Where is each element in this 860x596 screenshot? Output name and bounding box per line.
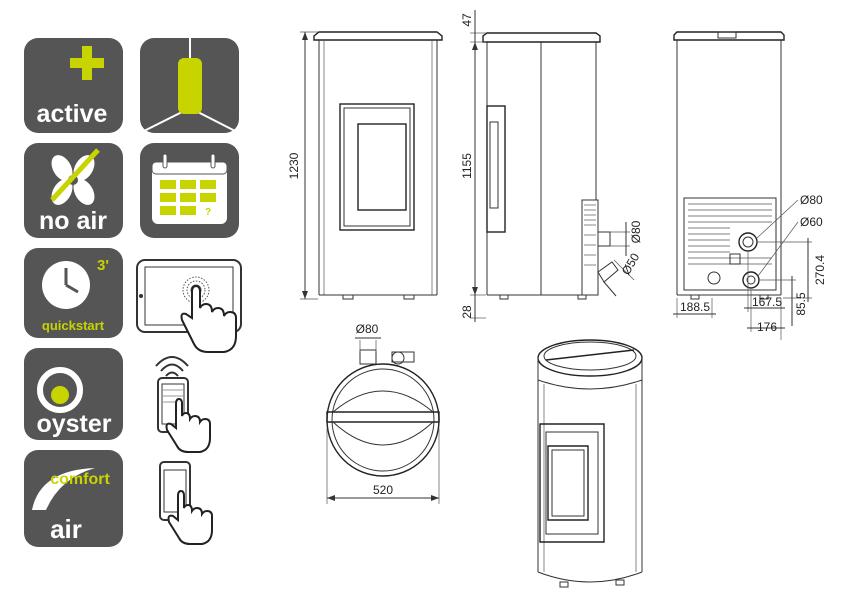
- front-view-drawing: 1230: [287, 31, 443, 300]
- tablet-touch-icon: [136, 259, 242, 353]
- air-label: air: [50, 514, 82, 544]
- no-air-label: no air: [39, 207, 107, 235]
- top-offset-dimension: 47: [460, 13, 474, 27]
- active-feature-icon: active: [24, 38, 123, 133]
- quickstart-feature-icon: 3' quickstart: [24, 248, 123, 338]
- corner-lamp-icon: [139, 38, 240, 134]
- feature-icons: active no air: [24, 38, 242, 547]
- top-flue-diameter: Ø80: [356, 322, 379, 336]
- phone-touch-icon: [159, 461, 213, 545]
- clock-icon: [42, 261, 90, 309]
- rear-inlet-height-dimension: 85.5: [794, 292, 808, 316]
- body-height-dimension: 1155: [460, 153, 474, 179]
- hand-pointer-icon: [165, 397, 211, 453]
- hand-pointer-icon: [167, 489, 213, 545]
- quickstart-badge: 3': [97, 257, 109, 274]
- wifi-phone-icon: [155, 356, 211, 453]
- calendar-badge: ?: [205, 207, 211, 218]
- hand-pointer-icon: [180, 284, 237, 353]
- quickstart-label: quickstart: [42, 318, 105, 333]
- rear-inlet-offset-dimension: 176: [757, 320, 777, 334]
- foot-height-dimension: 28: [460, 305, 474, 319]
- comfort-label: comfort: [50, 471, 110, 488]
- rear-flue-diameter: Ø80: [800, 193, 823, 207]
- perspective-view-drawing: [537, 339, 643, 588]
- wifi-icon: [155, 356, 189, 377]
- active-label: active: [37, 100, 108, 128]
- side-inlet-diameter: Ø50: [619, 250, 643, 277]
- top-view-drawing: Ø80 520: [326, 322, 440, 504]
- side-view-drawing: 47 1155 28 Ø80 Ø50: [460, 10, 643, 322]
- rear-flue-offset-dimension: 167.5: [752, 295, 782, 309]
- rear-flue-height-dimension: 270.4: [813, 255, 827, 285]
- calendar-icon: ?: [140, 143, 239, 238]
- oyster-label: oyster: [36, 410, 111, 438]
- comfort-air-feature-icon: comfort air: [24, 450, 123, 547]
- height-total-dimension: 1230: [287, 152, 301, 179]
- rear-view-drawing: Ø80 Ø60 188.5 167.5 176 270.4 85.5: [673, 31, 827, 340]
- rear-left-offset-dimension: 188.5: [680, 300, 710, 314]
- oyster-feature-icon: oyster: [24, 348, 123, 440]
- no-air-feature-icon: no air: [24, 143, 123, 238]
- rear-inlet-diameter: Ø60: [800, 215, 823, 229]
- side-flue-diameter: Ø80: [629, 220, 643, 243]
- top-width-dimension: 520: [373, 483, 393, 497]
